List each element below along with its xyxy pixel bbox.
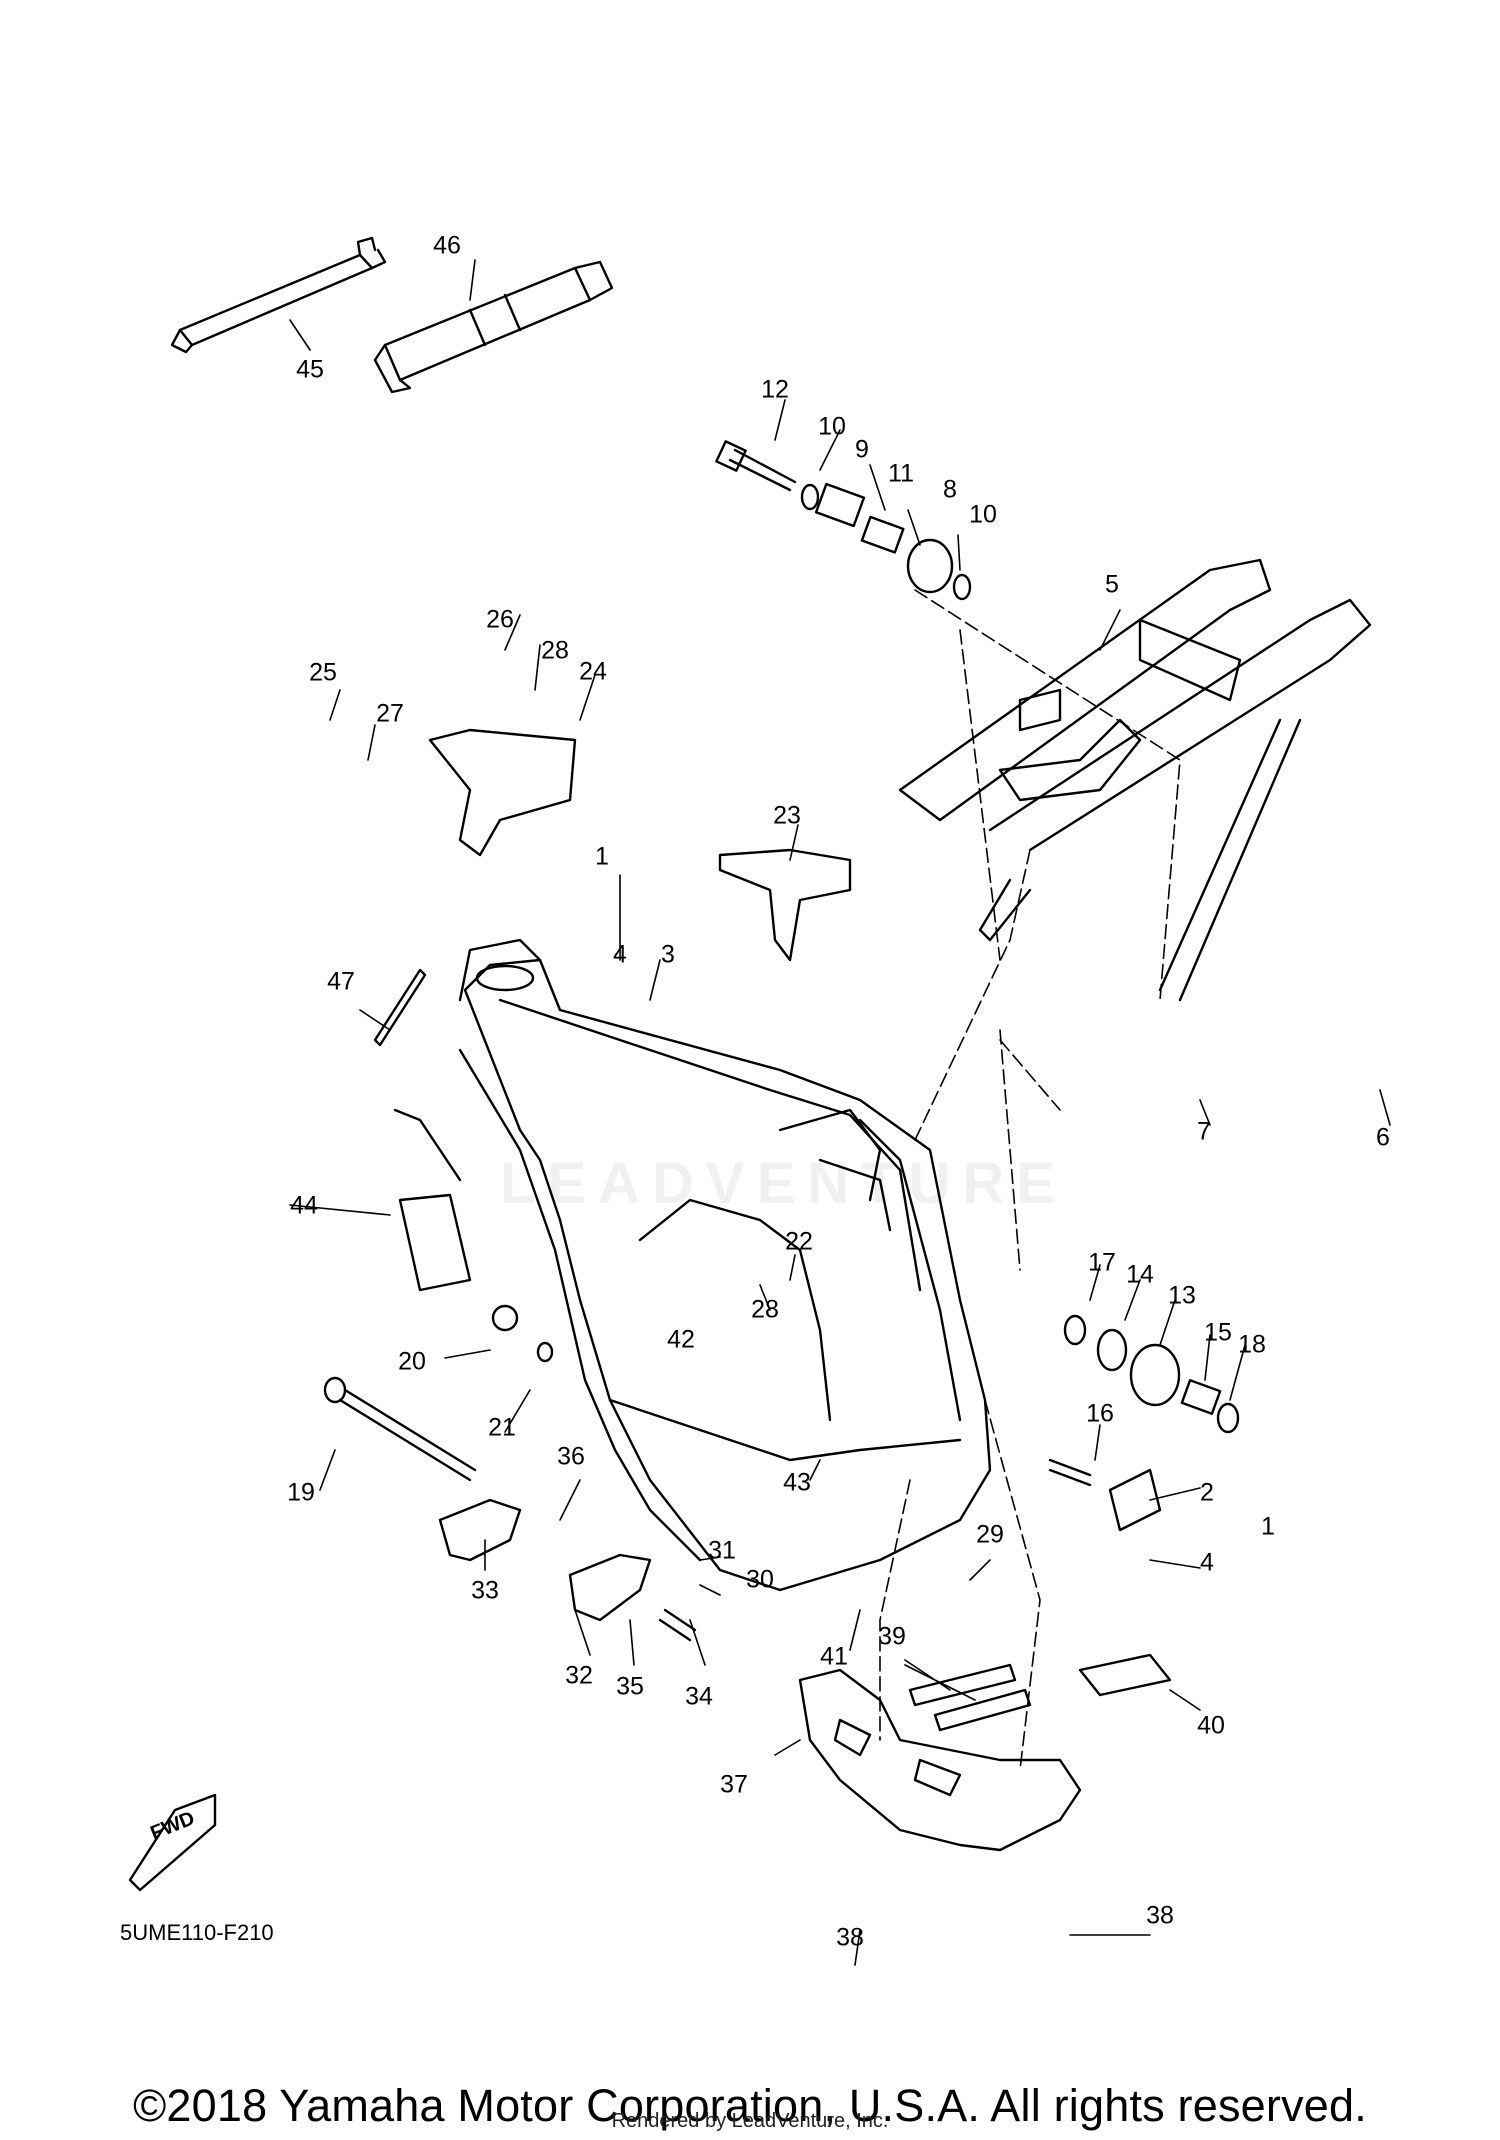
callout-6: 6 <box>1376 1123 1390 1152</box>
decals <box>373 968 472 1292</box>
callout-28: 28 <box>541 636 569 665</box>
callout-26: 26 <box>486 605 514 634</box>
engine-bracket-24 <box>428 728 577 857</box>
callout-35: 35 <box>616 1672 644 1701</box>
rendered-by: Rendered by LeadVenture, Inc. <box>611 2110 889 2132</box>
callout-17: 17 <box>1088 1248 1116 1277</box>
rear-subframe <box>898 558 1372 1002</box>
callout-1-top: 1 <box>595 842 609 871</box>
callout-12: 12 <box>761 375 789 404</box>
leader-lines <box>289 259 1391 1966</box>
callout-37: 37 <box>720 1770 748 1799</box>
callout-24: 24 <box>579 657 607 686</box>
callout-20: 20 <box>398 1347 426 1376</box>
callout-39: 39 <box>878 1622 906 1651</box>
callout-15: 15 <box>1204 1318 1232 1347</box>
callout-44: 44 <box>290 1191 318 1220</box>
engine-mount-hardware <box>1048 1314 1240 1532</box>
callout-29: 29 <box>976 1520 1004 1549</box>
callout-3: 3 <box>661 940 675 969</box>
callout-2: 2 <box>1200 1478 1214 1507</box>
callout-38-right: 38 <box>1146 1901 1174 1930</box>
socket-tool-46 <box>373 260 614 394</box>
callout-21: 21 <box>488 1413 516 1442</box>
diagram-code: 5UME110-F210 <box>120 1920 274 1945</box>
skid-pads-39 <box>908 1663 1032 1732</box>
skid-plate-37 <box>798 1668 1082 1852</box>
callout-7: 7 <box>1197 1117 1211 1146</box>
fwd-arrow <box>128 1793 217 1892</box>
callout-32: 32 <box>565 1661 593 1690</box>
callout-41: 41 <box>820 1642 848 1671</box>
callout-16: 16 <box>1086 1399 1114 1428</box>
left-hardware <box>323 1304 697 1642</box>
callout-25: 25 <box>309 658 337 687</box>
callout-4-top: 4 <box>613 940 627 969</box>
callout-45: 45 <box>296 355 324 384</box>
callout-5: 5 <box>1105 570 1119 599</box>
callout-36: 36 <box>557 1442 585 1471</box>
callout-8: 8 <box>943 475 957 504</box>
callout-1-right: 1 <box>1261 1512 1275 1541</box>
callout-34: 34 <box>685 1682 713 1711</box>
assembly-lines <box>879 589 1181 1771</box>
callout-23: 23 <box>773 801 801 830</box>
callout-13: 13 <box>1168 1281 1196 1310</box>
callout-47: 47 <box>327 967 355 996</box>
wrench-45 <box>170 236 387 354</box>
main-frame <box>393 938 992 1592</box>
callout-38-left: 38 <box>836 1923 864 1952</box>
callout-11: 11 <box>888 459 914 488</box>
watermark: LEADVENTURE <box>500 1151 1068 1216</box>
callout-27: 27 <box>376 699 404 728</box>
callout-42: 42 <box>667 1325 695 1354</box>
callout-28b: 28 <box>751 1295 779 1324</box>
callout-18: 18 <box>1238 1330 1266 1359</box>
copyright-notice: ©2018 Yamaha Motor Corporation, U.S.A. A… <box>133 2080 1367 2131</box>
callout-10: 10 <box>818 412 846 441</box>
engine-bracket-23 <box>718 848 852 962</box>
callout-30: 30 <box>746 1565 774 1594</box>
callout-31: 31 <box>708 1536 736 1565</box>
callout-40: 40 <box>1197 1711 1225 1740</box>
pivot-hardware <box>715 440 972 601</box>
callout-43: 43 <box>783 1468 811 1497</box>
callout-14: 14 <box>1126 1260 1154 1289</box>
callout-46: 46 <box>433 231 461 260</box>
callout-4-right: 4 <box>1200 1548 1214 1577</box>
callout-9: 9 <box>855 435 869 464</box>
callout-33: 33 <box>471 1576 499 1605</box>
callout-10b: 10 <box>969 500 997 529</box>
pad-40 <box>1078 1653 1172 1697</box>
callout-19: 19 <box>287 1478 315 1507</box>
callout-22: 22 <box>785 1227 813 1256</box>
